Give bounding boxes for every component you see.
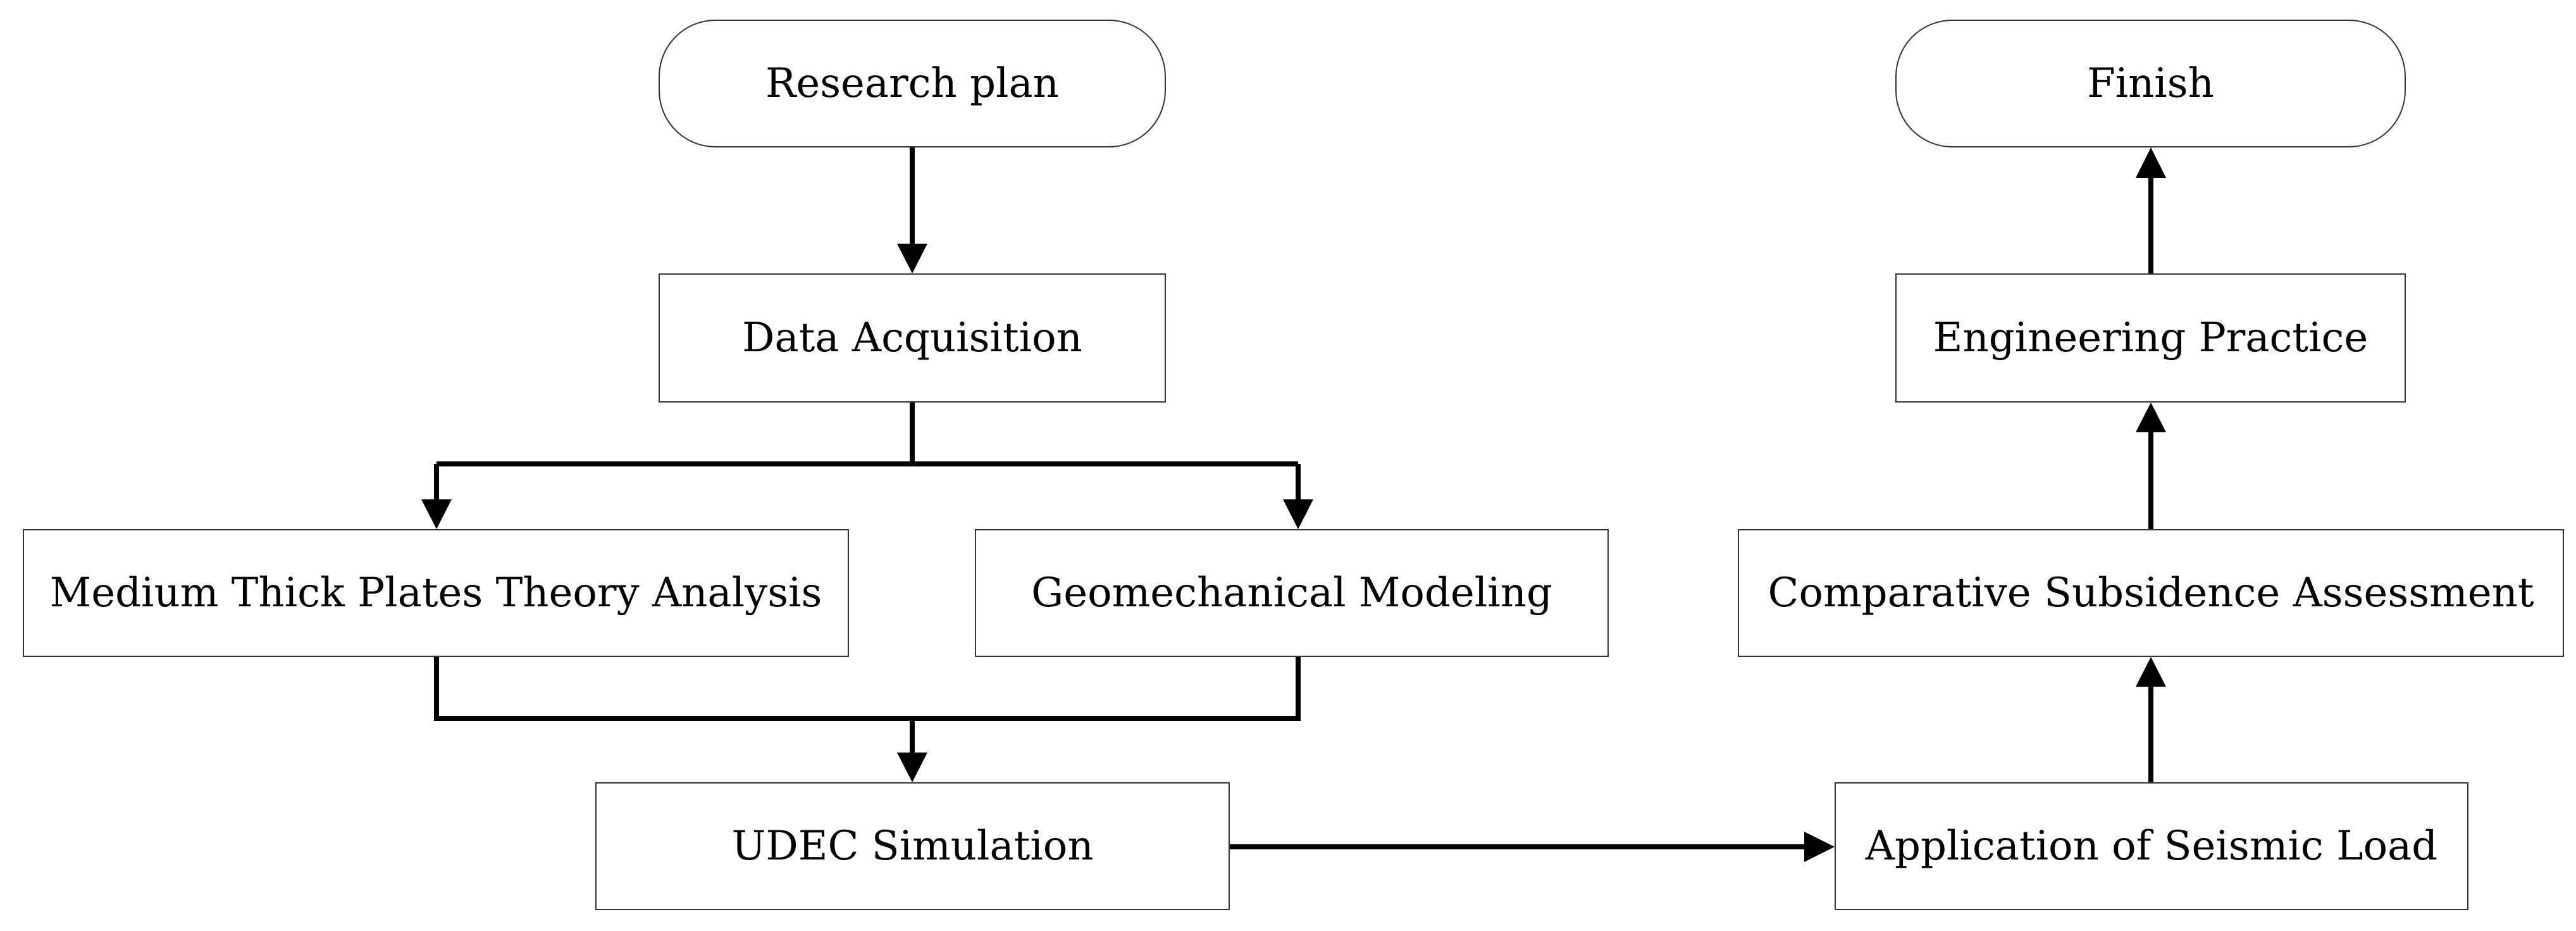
arrowhead-geomechanical-modeling — [1283, 499, 1313, 529]
node-application-of-seismic-load: Application of Seismic Load — [1835, 782, 2468, 910]
arrowhead-engineering-practice — [2136, 403, 2166, 432]
node-comparative-subsidence-assessment: Comparative Subsidence Assessment — [1738, 529, 2564, 657]
arrowhead-finish — [2136, 147, 2166, 178]
node-research-plan: Research plan — [659, 20, 1166, 147]
node-engineering-practice: Engineering Practice — [1895, 273, 2406, 403]
arrowhead-data-acquisition — [897, 244, 927, 273]
edge-branches-merge — [434, 657, 1301, 754]
node-geomechanical-modeling: Geomechanical Modeling — [975, 529, 1609, 657]
node-udec-simulation: UDEC Simulation — [595, 782, 1230, 910]
node-finish: Finish — [1895, 20, 2406, 147]
node-data-acquisition: Data Acquisition — [659, 273, 1166, 403]
edge-data-acquisition-split — [434, 403, 1301, 501]
arrowhead-subsidence-assessment — [2136, 657, 2166, 687]
arrowhead-seismic-load — [1804, 832, 1835, 862]
node-medium-thick-plates-theory-analysis: Medium Thick Plates Theory Analysis — [23, 529, 849, 657]
arrowhead-udec-simulation — [897, 753, 927, 782]
arrowhead-medium-thick-plates — [421, 499, 452, 529]
